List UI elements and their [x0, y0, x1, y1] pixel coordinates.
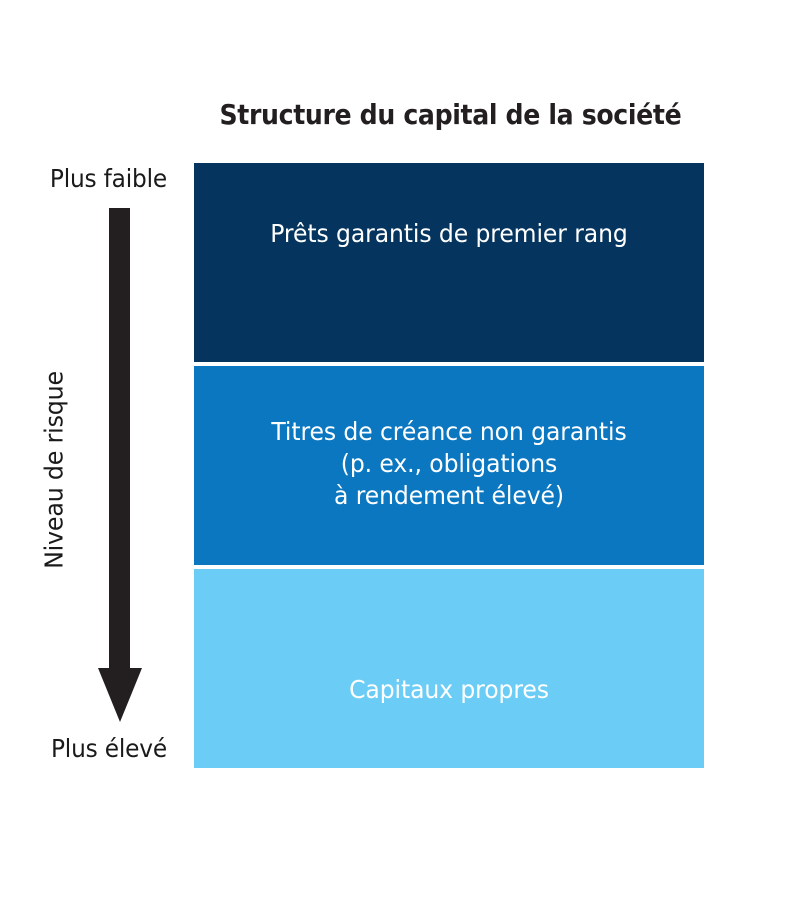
- band-equity-label: Capitaux propres: [349, 674, 549, 704]
- axis-label-lower-risk: Plus faible: [49, 164, 167, 193]
- band-senior-loans: Prêts garantis de premier rang: [194, 163, 704, 362]
- band-unsecured-debt: Titres de créance non garantis (p. ex., …: [194, 366, 704, 565]
- axis-title-risk-level: Niveau de risque: [39, 371, 69, 569]
- band-divider: [194, 565, 704, 569]
- band-divider: [194, 362, 704, 366]
- page-title: Structure du capital de la société: [219, 98, 682, 131]
- band-unsecured-debt-label: Titres de créance non garantis (p. ex., …: [271, 416, 627, 510]
- band-equity: Capitaux propres: [194, 569, 704, 768]
- capital-stack: Prêts garantis de premier rang Titres de…: [194, 163, 704, 768]
- band-senior-loans-label: Prêts garantis de premier rang: [270, 218, 628, 248]
- axis-label-higher-risk: Plus élevé: [50, 734, 167, 763]
- downward-arrow-icon: [98, 208, 142, 722]
- risk-axis: Plus faible Plus élevé Niveau de risque: [0, 150, 194, 790]
